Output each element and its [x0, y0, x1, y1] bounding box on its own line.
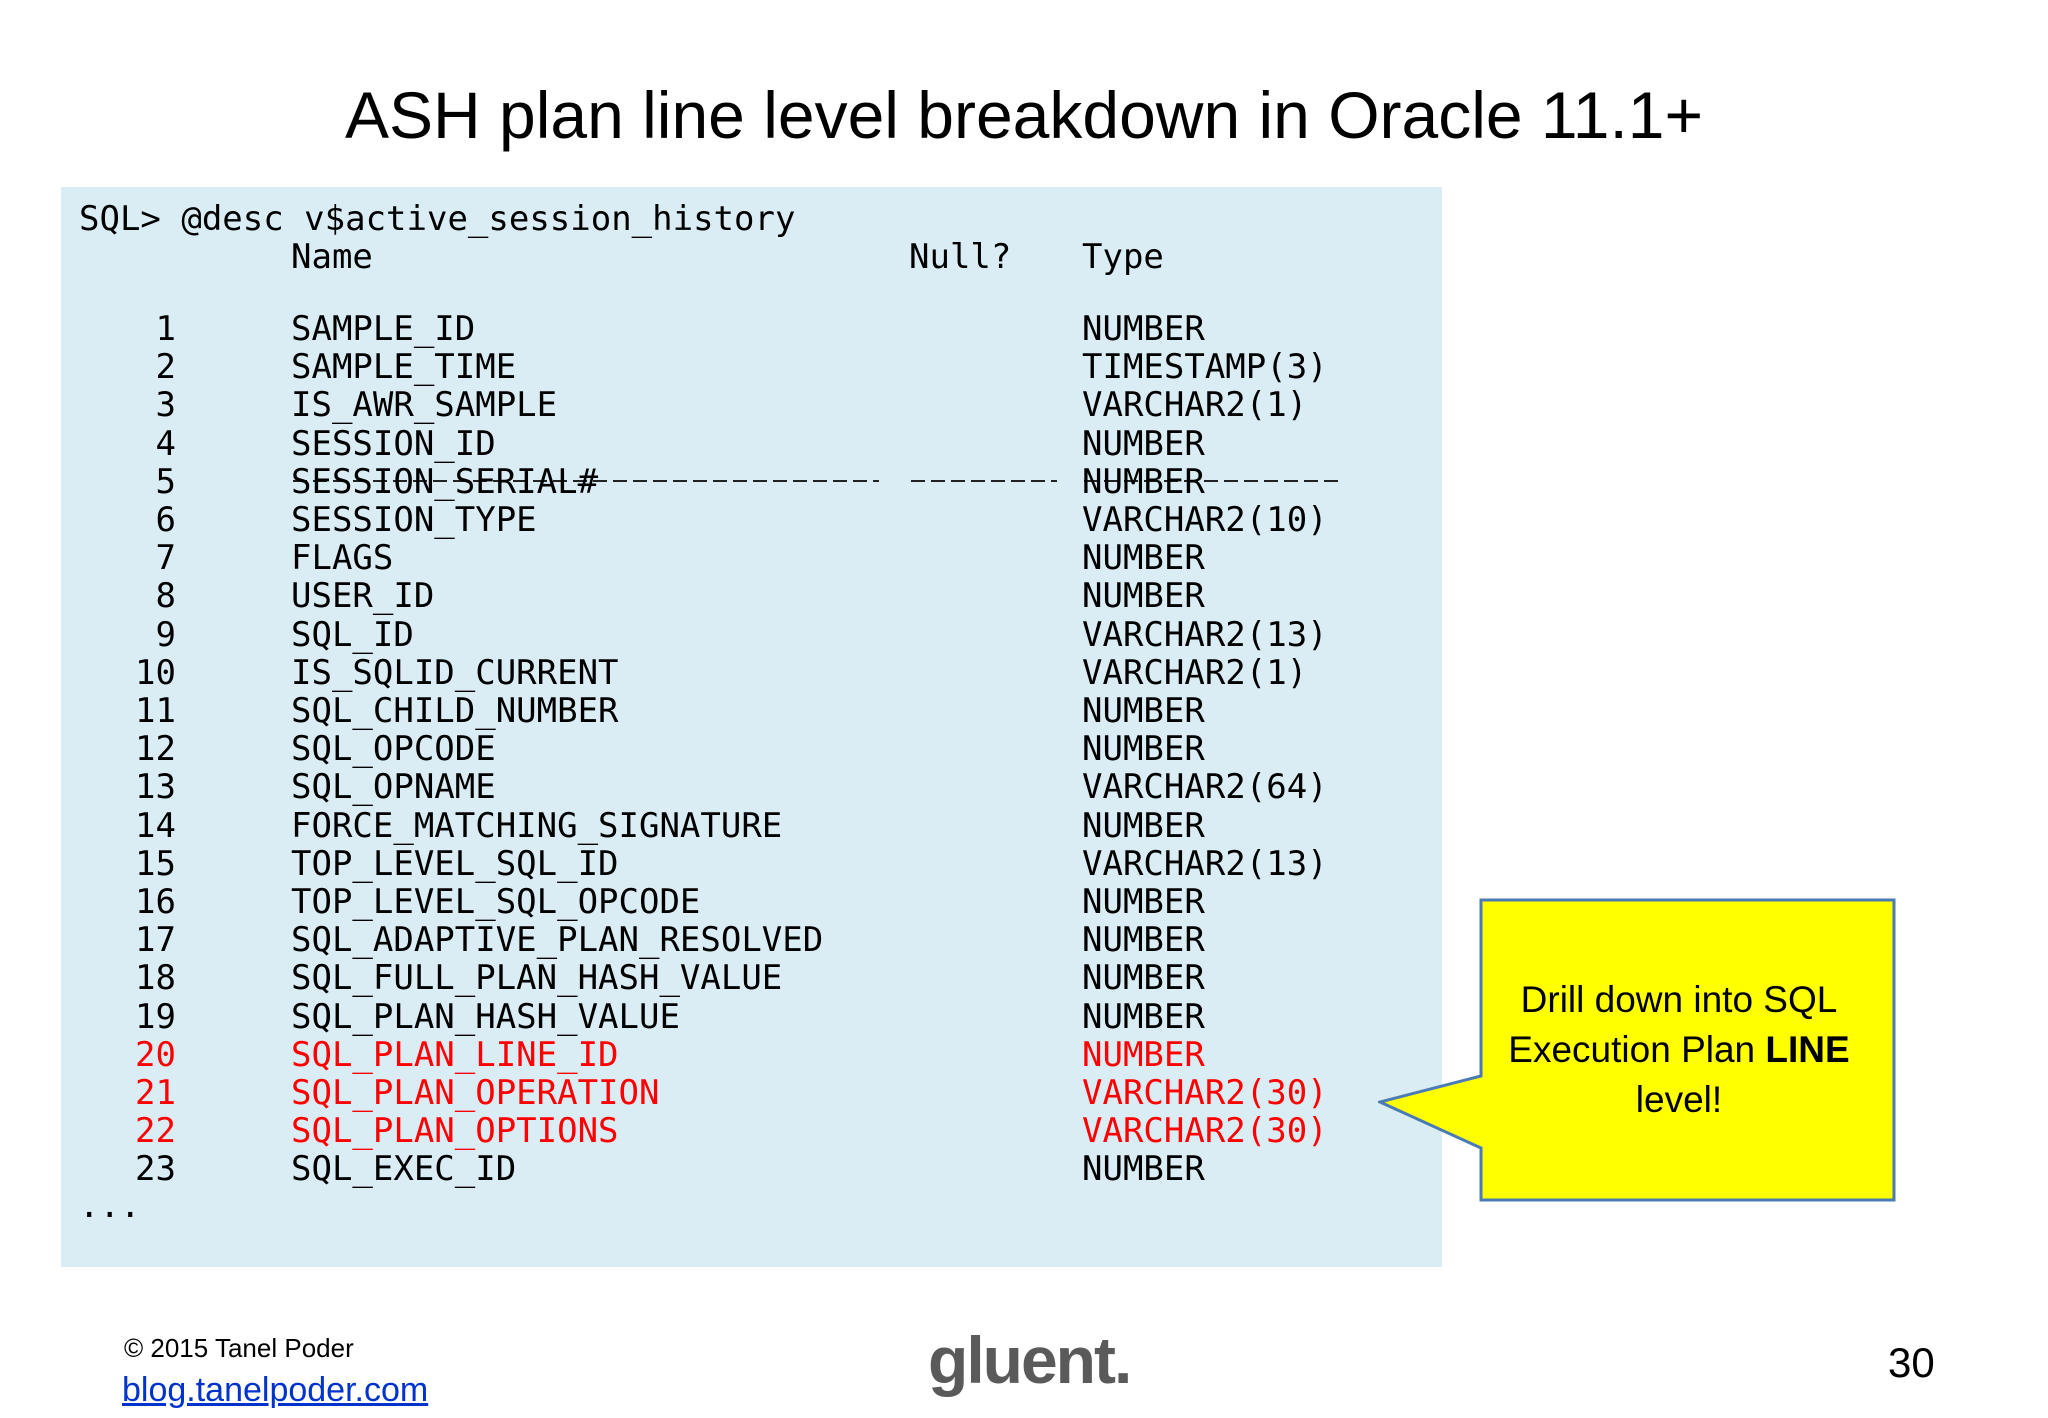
callout-bubble: [1378, 898, 1896, 1202]
copyright-text: © 2015 Tanel Poder: [124, 1333, 354, 1363]
column-type: VARCHAR2(30): [1082, 1073, 1328, 1113]
sql-console-panel: SQL> @desc v$active_session_history Name…: [61, 187, 1442, 1267]
column-name: TOP_LEVEL_SQL_ID: [291, 843, 619, 884]
column-type: NUMBER: [1082, 729, 1205, 770]
column-name: SAMPLE_TIME: [291, 347, 517, 388]
column-name: FLAGS: [291, 538, 394, 579]
column-type: NUMBER: [1082, 920, 1205, 961]
column-name: SESSION_TYPE: [291, 500, 537, 540]
row-number: 15: [135, 843, 176, 884]
column-type: NUMBER: [1082, 1034, 1205, 1075]
header-divider-null: [911, 480, 1057, 482]
callout-text-end: level!: [1635, 1079, 1723, 1120]
column-type: NUMBER: [1082, 309, 1205, 349]
callout-shape: [1378, 898, 1896, 1202]
column-header-null: Null?: [909, 237, 1012, 277]
row-number: 3: [155, 385, 176, 426]
column-name: SQL_PLAN_OPTIONS: [291, 1111, 619, 1152]
header-divider-type: [1084, 480, 1344, 482]
column-name: IS_SQLID_CURRENT: [291, 652, 619, 693]
row-number: 5: [155, 461, 176, 502]
row-number: 23: [135, 1149, 176, 1190]
column-type: VARCHAR2(1): [1082, 652, 1308, 693]
slide-title: ASH plan line level breakdown in Oracle …: [344, 78, 1704, 152]
column-name: FORCE_MATCHING_SIGNATURE: [291, 805, 783, 846]
column-type: VARCHAR2(1): [1082, 385, 1308, 426]
column-name: SESSION_ID: [291, 423, 496, 464]
header-divider-name: [293, 480, 879, 482]
column-header-name: Name: [291, 237, 373, 277]
page-number: 30: [1888, 1339, 1935, 1386]
column-name: SQL_EXEC_ID: [291, 1149, 517, 1190]
row-number: 22: [135, 1111, 176, 1152]
column-type: NUMBER: [1082, 882, 1205, 922]
row-number: 19: [135, 996, 176, 1037]
row-number: 16: [135, 882, 176, 922]
column-name: SQL_FULL_PLAN_HASH_VALUE: [291, 958, 783, 999]
row-number: 20: [135, 1034, 176, 1075]
row-number: 7: [155, 538, 176, 579]
column-header-type: Type: [1082, 237, 1164, 277]
column-name: SAMPLE_ID: [291, 309, 476, 349]
column-name: SESSION_SERIAL#: [291, 461, 599, 502]
column-type: VARCHAR2(64): [1082, 767, 1328, 808]
column-name: TOP_LEVEL_SQL_OPCODE: [291, 882, 701, 922]
row-number: 21: [135, 1073, 176, 1113]
column-type: NUMBER: [1082, 423, 1205, 464]
row-number: 1: [155, 309, 176, 349]
column-name: SQL_OPNAME: [291, 767, 496, 808]
column-name: IS_AWR_SAMPLE: [291, 385, 558, 426]
column-name: SQL_PLAN_LINE_ID: [291, 1034, 619, 1075]
row-number: 12: [135, 729, 176, 770]
sql-command: SQL> @desc v$active_session_history: [79, 199, 796, 239]
gluent-logo: gluent.: [928, 1323, 1132, 1397]
column-type: NUMBER: [1082, 691, 1205, 731]
column-type: VARCHAR2(13): [1082, 843, 1328, 884]
row-number: 10: [135, 652, 176, 693]
column-type: NUMBER: [1082, 538, 1205, 579]
column-type: TIMESTAMP(3): [1082, 347, 1328, 388]
ellipsis: ...: [79, 1186, 141, 1226]
column-name: SQL_ADAPTIVE_PLAN_RESOLVED: [291, 920, 824, 961]
blog-link[interactable]: blog.tanelpoder.com: [122, 1371, 429, 1409]
row-number: 11: [135, 691, 176, 731]
column-name: SQL_ID: [291, 614, 414, 655]
column-name: USER_ID: [291, 576, 435, 617]
row-number: 2: [155, 347, 176, 388]
column-type: VARCHAR2(30): [1082, 1111, 1328, 1152]
column-type: NUMBER: [1082, 576, 1205, 617]
row-number: 17: [135, 920, 176, 961]
column-type: VARCHAR2(13): [1082, 614, 1328, 655]
row-number: 8: [155, 576, 176, 617]
row-number: 18: [135, 958, 176, 999]
column-type: NUMBER: [1082, 996, 1205, 1037]
column-name: SQL_PLAN_HASH_VALUE: [291, 996, 680, 1037]
column-name: SQL_CHILD_NUMBER: [291, 691, 619, 731]
column-type: NUMBER: [1082, 1149, 1205, 1190]
column-type: VARCHAR2(10): [1082, 500, 1328, 540]
callout-text-bold: LINE: [1765, 1029, 1850, 1070]
callout-text: Drill down into SQL Execution Plan LINE …: [1478, 975, 1880, 1125]
row-number: 9: [155, 614, 176, 655]
column-type: NUMBER: [1082, 461, 1205, 502]
row-number: 14: [135, 805, 176, 846]
column-type: NUMBER: [1082, 958, 1205, 999]
row-number: 13: [135, 767, 176, 808]
row-number: 4: [155, 423, 176, 464]
row-number: 6: [155, 500, 176, 540]
column-name: SQL_PLAN_OPERATION: [291, 1073, 660, 1113]
column-type: NUMBER: [1082, 805, 1205, 846]
callout-text-part: Drill down into SQL Execution Plan: [1508, 979, 1838, 1070]
column-name: SQL_OPCODE: [291, 729, 496, 770]
